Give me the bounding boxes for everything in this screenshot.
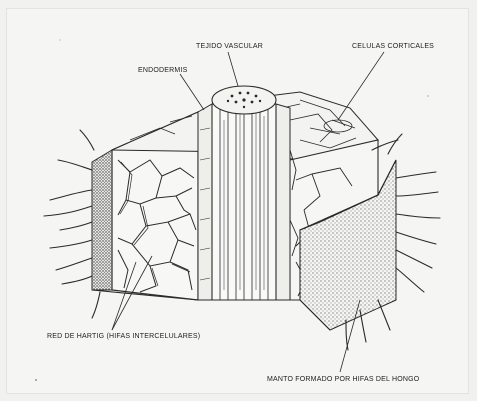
label-hartig-net: RED DE HARTIG (HIFAS INTERCELULARES) xyxy=(47,333,200,340)
label-vascular-tissue: TEJIDO VASCULAR xyxy=(196,43,263,50)
left-fungal-mantle xyxy=(92,150,112,290)
label-fungal-mantle: MANTO FORMADO POR HIFAS DEL HONGO xyxy=(267,376,419,383)
label-cortical-cells: CELULAS CORTICALES xyxy=(352,43,434,50)
vascular-cylinder xyxy=(212,86,276,300)
label-endodermis: ENDODERMIS xyxy=(138,67,187,74)
